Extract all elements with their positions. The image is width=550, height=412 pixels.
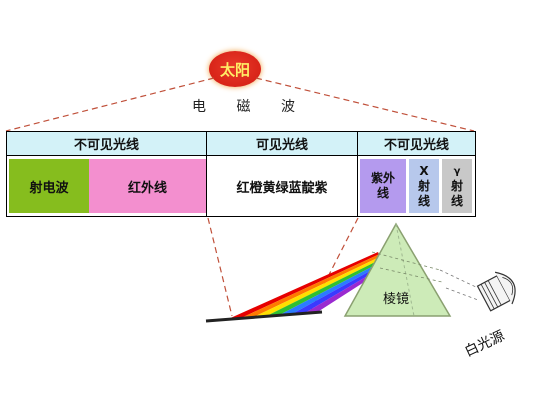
divider-1	[206, 155, 207, 217]
band-xray-line1: X	[419, 163, 429, 178]
light-source	[476, 271, 516, 312]
spectrum-fan	[226, 252, 386, 320]
band-ultraviolet-line1: 紫外	[370, 171, 395, 185]
spectrum-band-3	[251, 256, 382, 318]
prism-label: 棱镜	[383, 292, 410, 307]
band-xray-line3: 线	[417, 193, 430, 208]
spectrum-table: 不可见光线 可见光线 不可见光线 射电波 红外线 红橙黄绿蓝靛紫 紫外 线 X …	[6, 131, 476, 217]
light-source-ring-1	[480, 284, 495, 310]
header-visible: 可见光线	[206, 131, 358, 156]
sun: 太阳	[209, 51, 261, 87]
prism-edge	[395, 223, 415, 317]
visible-dash-left	[207, 217, 233, 317]
spectrum-band-6	[290, 263, 385, 315]
band-ultraviolet: 紫外 线	[360, 159, 406, 213]
band-radio: 射电波	[9, 159, 89, 213]
band-xray: X 射 线	[409, 159, 439, 213]
band-ultraviolet-line2: 线	[376, 186, 389, 200]
band-gamma: γ 射 线	[442, 159, 472, 213]
light-source-ring-3	[487, 280, 502, 306]
sun-ray-right	[255, 77, 475, 132]
sun-ray-left	[5, 77, 215, 132]
light-source-ring-2	[484, 282, 499, 308]
white-light-beam-top	[439, 269, 479, 289]
spectrum-band-2	[238, 254, 381, 319]
header-invisible-left: 不可见光线	[6, 131, 207, 156]
band-visible: 红橙黄绿蓝靛紫	[207, 159, 357, 213]
band-gamma-line2: 射	[450, 178, 463, 193]
band-gamma-line3: 线	[450, 193, 463, 208]
light-source-reflector	[494, 271, 516, 305]
prism-inner-ray-2	[379, 267, 443, 283]
light-source-lens	[502, 277, 514, 296]
spectrum-band-7	[303, 265, 386, 314]
spectrum-band-4	[264, 258, 383, 317]
spectrum-band-1	[226, 252, 380, 320]
electromagnetic-wave-label: 电 磁 波	[192, 99, 308, 115]
prism	[343, 222, 452, 317]
band-infrared: 红外线	[89, 159, 206, 213]
band-gamma-line1: γ	[453, 165, 461, 177]
divider-2	[357, 155, 358, 217]
white-light-beam-bottom	[445, 287, 479, 301]
band-xray-line2: 射	[417, 178, 430, 193]
spectrum-band-5	[277, 261, 384, 316]
sun-label: 太阳	[219, 60, 250, 79]
visible-dash-right	[309, 217, 359, 313]
screen	[205, 310, 323, 323]
